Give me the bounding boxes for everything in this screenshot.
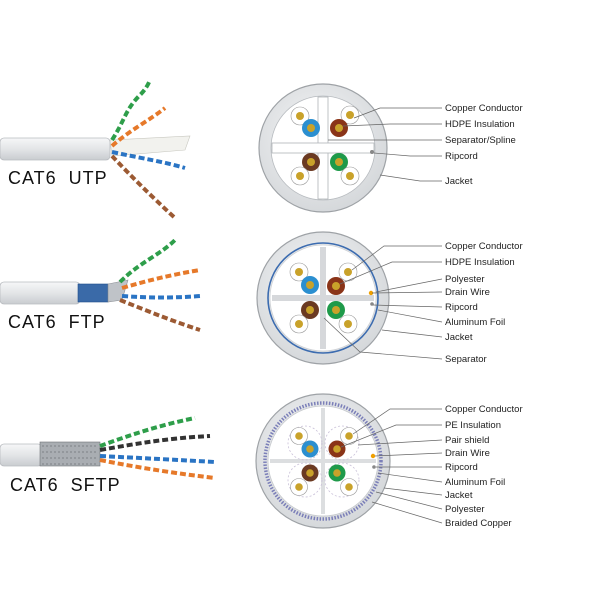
- sftp-braid: [39, 441, 101, 467]
- sftp-label-pair-shield: Pair shield: [445, 435, 489, 446]
- sftp-pair-green: [324, 462, 360, 498]
- ftp-foil-shreds: [107, 279, 129, 303]
- sftp-label-copper-conductor: Copper Conductor: [445, 404, 523, 415]
- ftp-label-separator: Separator: [445, 354, 487, 365]
- sftp-label-polyester: Polyester: [445, 504, 485, 515]
- ftp-jacket: [0, 281, 81, 305]
- sftp-cable-photo: [0, 416, 216, 480]
- ftp-foil: [77, 283, 109, 303]
- sftp-pair-orange: [99, 458, 216, 480]
- utp-pair-blue: [290, 106, 320, 137]
- sftp-label-braided-copper: Braided Copper: [445, 518, 512, 529]
- ftp-pair-blue: [121, 294, 201, 300]
- utp-pair-orange: [110, 106, 167, 148]
- ftp-ripcord: [370, 302, 374, 306]
- ftp-pair-orange: [327, 262, 358, 295]
- ftp-pair-brown: [119, 298, 201, 332]
- ftp-foil-ring: [267, 242, 379, 354]
- utp-spline-h: [271, 142, 375, 154]
- utp-pair-green: [110, 79, 152, 142]
- ftp-labels: Copper Conductor HDPE Insulation Polyest…: [445, 241, 523, 365]
- ftp-cable-photo: [0, 238, 201, 332]
- ftp-label-copper-conductor: Copper Conductor: [445, 241, 523, 252]
- ftp-drain-wire: [368, 290, 374, 296]
- utp-pair-blue: [111, 150, 186, 170]
- utp-label-jacket: Jacket: [445, 176, 473, 187]
- sftp-jacket: [0, 443, 43, 467]
- ftp-separator: [272, 247, 374, 349]
- utp-jacket: [0, 137, 111, 161]
- sftp-pair-blue: [99, 454, 216, 464]
- sftp-label-jacket: Jacket: [445, 490, 473, 501]
- utp-separator-strip: [109, 135, 191, 157]
- leader-lines: [323, 107, 443, 524]
- sftp-braid-texture: [42, 445, 98, 465]
- ftp-pair-green: [327, 301, 358, 334]
- ftp-pair-blue: [289, 262, 319, 294]
- ftp-label-ripcord: Ripcord: [445, 302, 478, 313]
- sftp-ripcord: [372, 465, 376, 469]
- sftp-pair-orange: [324, 425, 360, 461]
- ftp-pair-green: [118, 238, 177, 284]
- utp-cross-section: [258, 83, 388, 213]
- ftp-pair-orange: [121, 268, 201, 290]
- utp-label-hdpe-insulation: HDPE Insulation: [445, 119, 515, 130]
- ftp-label-jacket: Jacket: [445, 332, 473, 343]
- sftp-label-aluminum-foil: Aluminum Foil: [445, 477, 505, 488]
- sftp-pair-black: [99, 434, 211, 452]
- ftp-label-polyester: Polyester: [445, 274, 485, 285]
- ftp-cross-section: [256, 231, 390, 365]
- utp-ripcord: [370, 150, 374, 154]
- cable-title-sftp: CAT6 SFTP: [10, 475, 121, 495]
- cable-title-ftp: CAT6 FTP: [8, 312, 106, 332]
- utp-label-copper-conductor: Copper Conductor: [445, 103, 523, 114]
- utp-pair-green: [330, 153, 360, 186]
- ftp-label-aluminum-foil: Aluminum Foil: [445, 317, 505, 328]
- utp-pair-brown: [110, 154, 177, 220]
- utp-label-ripcord: Ripcord: [445, 151, 478, 162]
- utp-pair-orange: [330, 105, 360, 137]
- utp-label-separator-spline: Separator/Spline: [445, 135, 516, 146]
- sftp-drain-wire: [370, 453, 376, 459]
- sftp-label-drain-wire: Drain Wire: [445, 448, 490, 459]
- sftp-pair-green: [99, 416, 196, 448]
- sftp-separator: [270, 408, 376, 514]
- sftp-label-pe-insulation: PE Insulation: [445, 420, 501, 431]
- utp-pair-brown: [290, 153, 320, 186]
- utp-labels: Copper Conductor HDPE Insulation Separat…: [445, 103, 523, 187]
- sftp-label-ripcord: Ripcord: [445, 462, 478, 473]
- ftp-label-drain-wire: Drain Wire: [445, 287, 490, 298]
- ftp-pair-brown: [289, 301, 319, 334]
- sftp-labels: Copper Conductor PE Insulation Pair shie…: [445, 404, 523, 529]
- ftp-label-hdpe-insulation: HDPE Insulation: [445, 257, 515, 268]
- cable-title-utp: CAT6 UTP: [8, 168, 108, 188]
- utp-cable-photo: [0, 79, 191, 220]
- sftp-cross-section: [255, 393, 391, 529]
- sftp-braid-ring: [263, 401, 383, 521]
- sftp-pair-brown: [287, 462, 323, 498]
- sftp-pair-blue: [287, 425, 323, 461]
